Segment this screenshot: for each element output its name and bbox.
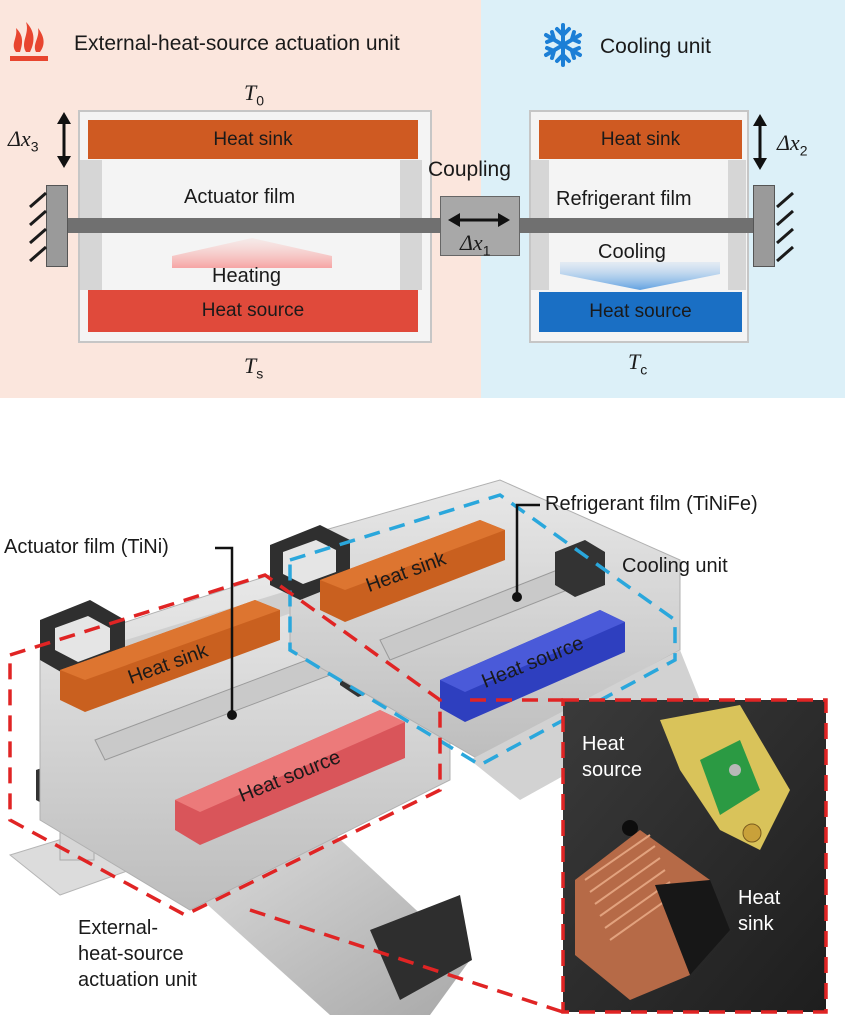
refrigerant-film-leader <box>515 503 540 597</box>
coupling-arrow-icon <box>448 213 510 227</box>
heat-source-right: Heat source <box>539 292 742 332</box>
photo-heat-sink-label-2: sink <box>738 913 775 935</box>
actuation-unit-callout-3: actuation unit <box>78 969 197 991</box>
flame-icon <box>10 22 48 61</box>
wall-clamp-left <box>46 185 68 267</box>
wall-clamp-right <box>753 185 775 267</box>
photo-heat-sink-label-1: Heat <box>738 887 781 909</box>
cooling-panel-title: Cooling unit <box>600 35 711 58</box>
cooling-label: Cooling <box>598 241 666 263</box>
tc-label: Tc <box>628 349 648 378</box>
dx3-arrow-icon <box>57 112 71 168</box>
wall-hatch-right-icon <box>776 191 794 263</box>
refrigerant-film-callout: Refrigerant film (TiNiFe) <box>545 493 758 515</box>
actuator-film-label: Actuator film <box>184 186 296 208</box>
film-bar <box>66 218 760 233</box>
wall-hatch-left-icon <box>29 191 47 263</box>
t0-label: T0 <box>244 80 265 109</box>
rail-end-cap <box>370 895 472 1000</box>
device-illustration: Heat sink Heat source Heat sink Heat sou… <box>8 479 828 1015</box>
cooling-arrow-icon <box>560 262 720 290</box>
snowflake-icon <box>544 23 582 67</box>
actuation-unit-callout-1: External- <box>78 917 159 939</box>
dx2-label: Δx2 <box>777 130 808 159</box>
ts-label: Ts <box>244 353 264 382</box>
photo-heat-source-label-2: source <box>582 759 642 781</box>
photo-heat-sink <box>575 830 710 1000</box>
photo-heat-source-label-1: Heat <box>582 733 625 755</box>
heat-sink-left: Heat sink <box>88 120 418 159</box>
actuator-film-callout: Actuator film (TiNi) <box>4 536 169 558</box>
top-schematic: External-heat-source actuation unit Cool… <box>0 0 845 398</box>
actuator-film-leader <box>215 546 234 715</box>
dx3-label: Δx3 <box>8 126 39 155</box>
heat-sink-right: Heat sink <box>539 120 742 159</box>
refrigerant-film-label: Refrigerant film <box>556 188 692 210</box>
coupling-label: Coupling <box>428 158 511 181</box>
dx1-label: Δx1 <box>460 230 491 259</box>
heating-arrow-icon <box>172 238 332 268</box>
actuation-panel-title: External-heat-source actuation unit <box>74 32 400 55</box>
actuation-unit-outline <box>8 573 442 917</box>
clamp-block-right <box>555 540 605 597</box>
cooling-unit-callout: Cooling unit <box>622 555 728 577</box>
dx2-arrow-icon <box>753 114 767 170</box>
coupling-block <box>440 196 520 256</box>
actuation-unit-callout-2: heat-source <box>78 943 184 965</box>
heat-source-left: Heat source <box>88 290 418 332</box>
heating-label: Heating <box>212 265 281 287</box>
cooling-unit-outline <box>288 493 677 768</box>
